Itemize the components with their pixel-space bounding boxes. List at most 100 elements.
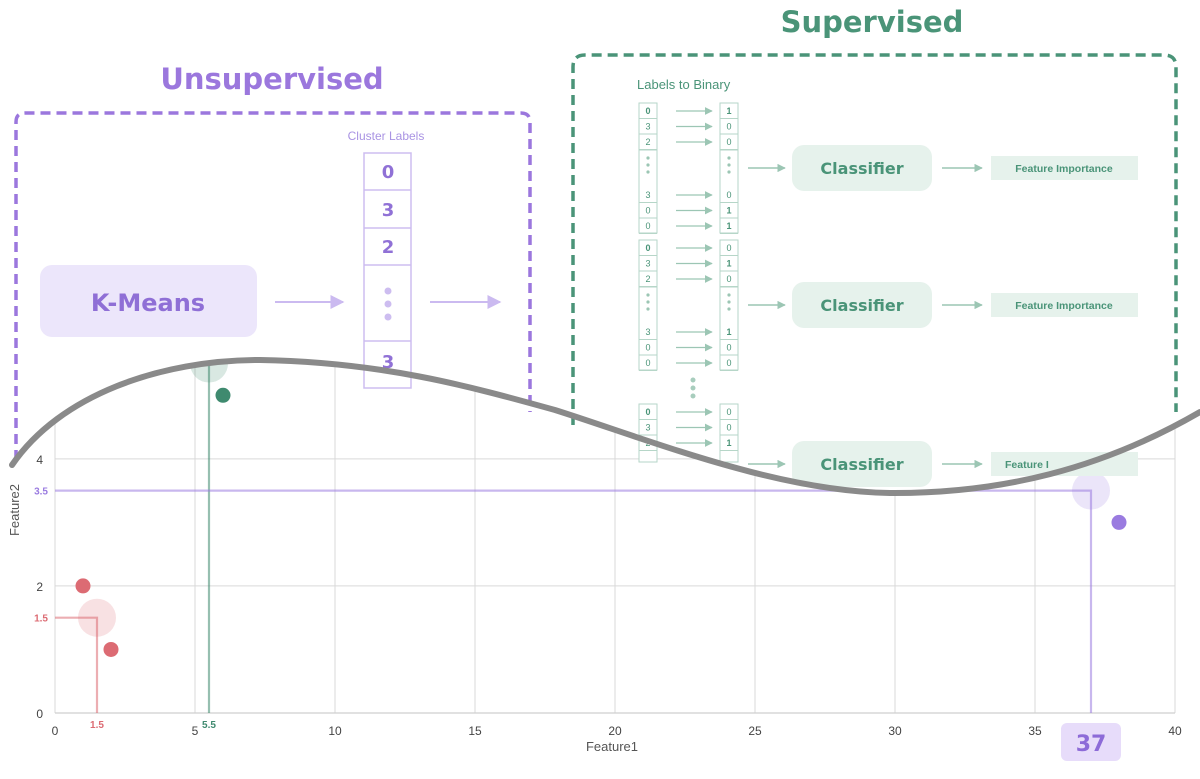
ellipsis-dots-icon xyxy=(727,170,731,174)
binary-column-frame xyxy=(719,403,739,463)
binary-cell: 3 xyxy=(645,190,650,200)
binary-cell: 0 xyxy=(726,190,731,200)
binary-cell: 1 xyxy=(726,221,731,231)
cluster-label-cell: 3 xyxy=(382,200,395,221)
y-axis-label: Feature2 xyxy=(7,484,22,536)
x-tick-label: 0 xyxy=(52,724,59,738)
x-tick-label: 10 xyxy=(328,724,342,738)
unsupervised-title: Unsupervised xyxy=(160,62,383,96)
binary-cell: 1 xyxy=(726,438,731,448)
ellipsis-dots-icon xyxy=(727,293,731,297)
binary-cell: 1 xyxy=(726,259,731,269)
x-tick-label: 35 xyxy=(1028,724,1042,738)
centroid-value-label: 1.5 xyxy=(90,720,104,731)
centroid-value-label: 5.5 xyxy=(202,720,216,731)
x-tick-label: 25 xyxy=(748,724,762,738)
cluster-label-cell: 0 xyxy=(382,162,395,183)
supervised-title: Supervised xyxy=(781,5,964,39)
binary-cell: 0 xyxy=(726,358,731,368)
labels-to-binary-title: Labels to Binary xyxy=(637,77,731,92)
binary-cell: 0 xyxy=(645,106,650,116)
x-tick-label: 40 xyxy=(1168,724,1182,738)
binary-cell: 1 xyxy=(726,106,731,116)
classifier-box xyxy=(792,145,932,191)
centroid-value-label: 37 xyxy=(1076,732,1107,757)
centroid-value-label: 1.5 xyxy=(34,614,48,625)
ellipsis-dots-icon xyxy=(646,300,650,304)
x-tick-label: 5 xyxy=(192,724,199,738)
ellipsis-dots-icon xyxy=(646,307,650,311)
binary-cell: 2 xyxy=(645,274,650,284)
classifier-label: Classifier xyxy=(820,296,903,315)
binary-cell: 3 xyxy=(645,259,650,269)
binary-cell: 0 xyxy=(645,343,650,353)
scatter-point xyxy=(215,387,231,403)
binary-cell: 0 xyxy=(645,243,650,253)
classifier-label: Classifier xyxy=(820,159,903,178)
x-tick-label: 20 xyxy=(608,724,622,738)
ellipsis-dots-icon xyxy=(646,163,650,167)
centroid-value-label: 3.5 xyxy=(34,487,48,498)
cluster-labels-column: 0 3 2 3 xyxy=(363,152,412,389)
classifier-box xyxy=(792,441,932,487)
binary-column-frame xyxy=(638,403,658,463)
ellipsis-dots-icon xyxy=(727,163,731,167)
binary-cell: 0 xyxy=(726,407,731,417)
ellipsis-dots-icon xyxy=(727,300,731,304)
centroid-halo xyxy=(1072,471,1110,510)
value-highlight-box xyxy=(1061,723,1121,761)
scatter-point xyxy=(75,578,91,594)
centroid-guide-line xyxy=(55,489,1093,713)
y-tick-label: 2 xyxy=(36,580,43,594)
binary-cell: 0 xyxy=(645,206,650,216)
cluster-labels-title: Cluster Labels xyxy=(348,129,425,143)
binary-cell: 1 xyxy=(726,327,731,337)
centroid-guide-line xyxy=(55,362,211,713)
y-tick-label: 0 xyxy=(36,707,43,721)
ellipsis-dots-icon xyxy=(384,287,392,321)
feature-importance-box xyxy=(991,293,1138,317)
cluster-label-cell: 2 xyxy=(382,237,395,258)
x-axis-label: Feature1 xyxy=(586,739,638,754)
binary-cell: 0 xyxy=(726,122,731,132)
binary-cell: 0 xyxy=(726,243,731,253)
chart-ticks: 05101520253035400246 xyxy=(36,326,1182,738)
scatter-point xyxy=(1111,514,1127,530)
centroid-guide-line xyxy=(55,616,99,713)
ellipsis-dots-icon xyxy=(727,156,731,160)
binary-cell: 0 xyxy=(645,358,650,368)
ellipsis-dots-icon xyxy=(646,293,650,297)
feature-importance-label: Feature Importance xyxy=(1015,163,1113,175)
top-diagram-section: Unsupervised K-Means Cluster Labels 0 3 … xyxy=(0,0,1200,493)
groups-ellipsis-dots-icon xyxy=(690,377,696,399)
binary-cell: 0 xyxy=(726,423,731,433)
unsupervised-dashed-frame xyxy=(14,111,532,460)
binary-cell: 0 xyxy=(726,137,731,147)
binary-cell: 0 xyxy=(726,274,731,284)
y-tick-label: 4 xyxy=(36,453,43,467)
ellipsis-dots-icon xyxy=(727,307,731,311)
binary-cell: 0 xyxy=(726,343,731,353)
centroid-halo xyxy=(78,598,116,637)
unsupervised-section: Unsupervised K-Means Cluster Labels 0 3 … xyxy=(14,62,532,460)
feature-importance-label: Feature I xyxy=(1005,459,1049,471)
wave-panel-background xyxy=(0,0,1200,493)
binary-cell: 0 xyxy=(645,221,650,231)
x-tick-label: 30 xyxy=(888,724,902,738)
binary-cell: 3 xyxy=(645,327,650,337)
binary-cell: 2 xyxy=(645,137,650,147)
wave-divider xyxy=(9,356,1200,497)
kmeans-box xyxy=(40,265,257,337)
supervised-section: Supervised Labels to Binary 0 1 3 0 2 0 3 0 0 1 0 1… xyxy=(571,5,1178,487)
binary-cell: 3 xyxy=(645,122,650,132)
ellipsis-dots-icon xyxy=(646,170,650,174)
binary-cell: 0 xyxy=(645,407,650,417)
scatter-point xyxy=(103,641,119,657)
kmeans-label: K-Means xyxy=(91,289,205,317)
binary-cell: 1 xyxy=(726,206,731,216)
ellipsis-dots-icon xyxy=(646,156,650,160)
x-tick-label: 15 xyxy=(468,724,482,738)
feature-importance-label: Feature Importance xyxy=(1015,300,1113,312)
